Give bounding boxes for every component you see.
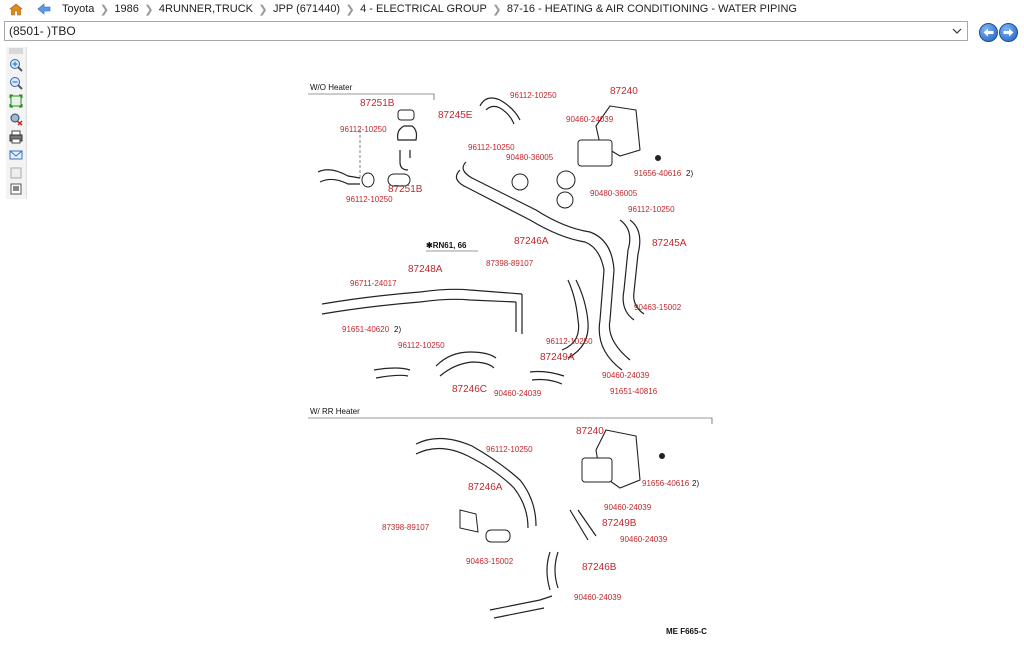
variant-select[interactable]: (8501- )TBO	[4, 21, 968, 41]
part-96112-left-bot[interactable]: 96112-10250	[346, 195, 393, 204]
back-arrow-icon[interactable]	[36, 1, 52, 17]
home-icon[interactable]	[8, 1, 24, 17]
breadcrumb-item-catalog[interactable]: JPP (671440)	[273, 3, 341, 15]
part-96112-lower[interactable]: 96112-10250	[398, 341, 445, 350]
note-2-rr: 2)	[692, 479, 699, 488]
part-91651-right[interactable]: 91651-40816	[610, 387, 658, 396]
breadcrumb-item-group[interactable]: 4 - ELECTRICAL GROUP	[360, 3, 487, 15]
part-96112-center[interactable]: 96112-10250	[546, 337, 593, 346]
fit-icon[interactable]	[8, 93, 24, 109]
part-87249A[interactable]: 87249A	[540, 352, 575, 363]
part-90463-top[interactable]: 90463-15002	[634, 303, 682, 312]
breadcrumb-item-section[interactable]: 87-16 - HEATING & AIR CONDITIONING - WAT…	[506, 3, 797, 15]
part-90460-center[interactable]: 90460-24039	[602, 371, 650, 380]
part-90460-rr2[interactable]: 90460-24039	[620, 535, 668, 544]
print-icon[interactable]	[8, 129, 24, 145]
zoom-out-icon[interactable]	[8, 75, 24, 91]
note-2-mid: 2)	[394, 325, 401, 334]
chevron-down-icon[interactable]	[947, 28, 967, 34]
locate-icon[interactable]	[8, 111, 24, 127]
chevron-right-icon: ❯	[492, 3, 502, 16]
part-87246A-rr[interactable]: 87246A	[468, 482, 503, 493]
part-90480-b[interactable]: 90480-36005	[590, 189, 638, 198]
part-91656-rr[interactable]: 91656-40616	[642, 479, 690, 488]
upper-hoses	[321, 97, 645, 385]
variant-select-value: (8501- )TBO	[9, 24, 76, 38]
section-title-rr-heater: W/ RR Heater	[310, 407, 360, 416]
part-87251B-top[interactable]: 87251B	[360, 98, 395, 109]
next-icon	[1003, 28, 1014, 37]
part-90460-low[interactable]: 90460-24039	[494, 389, 542, 398]
next-button[interactable]	[999, 23, 1018, 42]
overview-icon[interactable]	[8, 181, 24, 197]
part-96112-mid[interactable]: 96112-10250	[468, 143, 515, 152]
chevron-right-icon: ❯	[258, 3, 268, 16]
bracket-upper	[511, 105, 661, 209]
part-87398-top[interactable]: 87398-89107	[486, 259, 534, 268]
part-96112-top[interactable]: 96112-10250	[510, 91, 557, 100]
chevron-right-icon: ❯	[144, 3, 154, 16]
part-90480-a[interactable]: 90480-36005	[506, 153, 554, 162]
part-87246B[interactable]: 87246B	[582, 562, 617, 573]
previous-button[interactable]	[979, 23, 998, 42]
part-90463-rr[interactable]: 90463-15002	[466, 557, 514, 566]
part-87246C[interactable]: 87246C	[452, 384, 487, 395]
part-90460-top[interactable]: 90460-24039	[566, 115, 614, 124]
part-90460-rr3[interactable]: 90460-24039	[574, 593, 622, 602]
model-note: ✱RN61, 66	[426, 241, 467, 250]
parts-diagram: W/O Heater W/ RR Heater ✱RN61, 66 ME F66…	[308, 83, 713, 636]
chevron-right-icon: ❯	[99, 3, 110, 16]
part-96711[interactable]: 96711-24017	[350, 279, 397, 288]
upper-left-pipe-group	[317, 109, 418, 188]
chevron-right-icon: ❯	[345, 3, 355, 16]
image-toolbar	[6, 47, 27, 199]
part-87245E[interactable]: 87245E	[438, 110, 473, 121]
part-87251B-bottom[interactable]: 87251B	[388, 184, 423, 195]
breadcrumb-item-make[interactable]: Toyota	[62, 3, 95, 15]
part-96112-rr[interactable]: 96112-10250	[486, 445, 533, 454]
part-96112-left-top[interactable]: 96112-10250	[340, 125, 387, 134]
breadcrumb-item-year[interactable]: 1986	[114, 3, 139, 15]
section-title-wo-heater: W/O Heater	[310, 83, 353, 92]
toolbar-grip[interactable]	[8, 48, 24, 54]
part-96112-right[interactable]: 96112-10250	[628, 205, 675, 214]
part-87240-rr[interactable]: 87240	[576, 426, 604, 437]
part-87398-rr[interactable]: 87398-89107	[382, 523, 430, 532]
part-87245A[interactable]: 87245A	[652, 238, 687, 249]
previous-icon	[983, 28, 994, 37]
email-icon[interactable]	[8, 147, 24, 163]
zoom-in-icon[interactable]	[8, 57, 24, 73]
part-91651-left[interactable]: 91651-40620	[342, 325, 390, 334]
breadcrumb-item-model[interactable]: 4RUNNER,TRUCK	[158, 3, 254, 15]
part-87246A-top[interactable]: 87246A	[514, 236, 549, 247]
breadcrumb: Toyota ❯ 1986 ❯ 4RUNNER,TRUCK ❯ JPP (671…	[0, 0, 1024, 18]
note-2-top: 2)	[686, 169, 693, 178]
blank-icon[interactable]	[8, 165, 24, 181]
rr-heater-components	[415, 429, 665, 619]
part-87240-top[interactable]: 87240	[610, 86, 638, 97]
part-90460-rr1[interactable]: 90460-24039	[604, 503, 652, 512]
part-87248A[interactable]: 87248A	[408, 264, 443, 275]
part-91656-top[interactable]: 91656-40616	[634, 169, 682, 178]
part-87249B[interactable]: 87249B	[602, 518, 637, 529]
diagram-code: ME F665-C	[666, 627, 707, 636]
